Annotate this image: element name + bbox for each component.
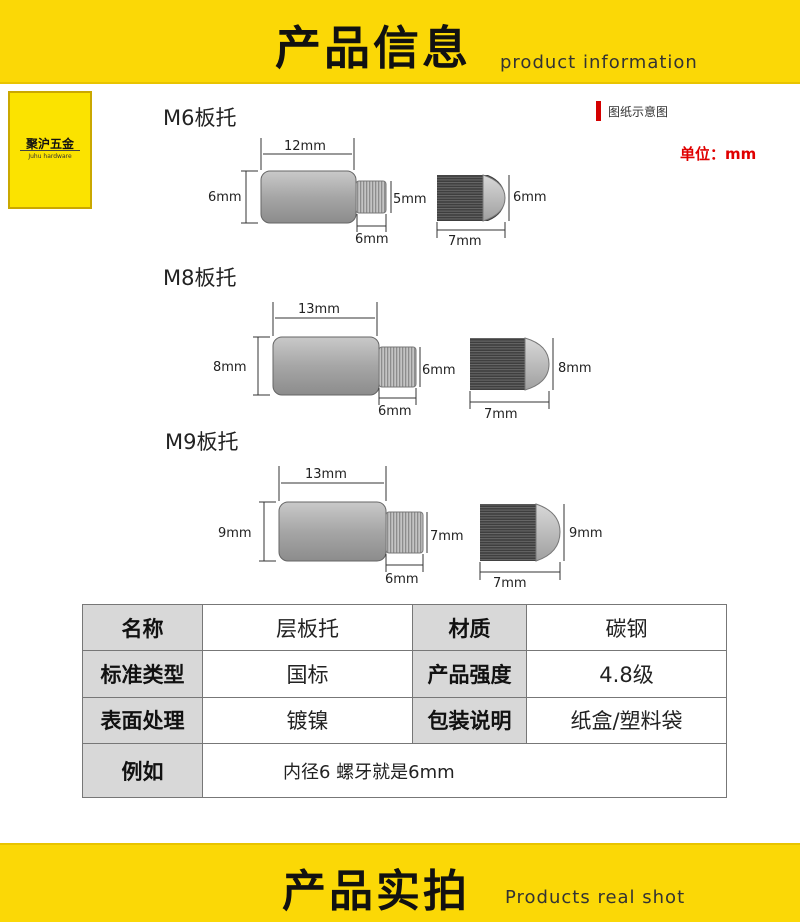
m8-body [272,336,380,396]
table-row: 表面处理 镀镍 包装说明 纸盒/塑料袋 [82,696,727,745]
table-label: 表面处理 [82,696,203,745]
m6-diameter-label: 6mm [208,190,242,205]
footer-title: 产品实拍 [282,866,470,917]
section-title-m8: M8板托 [163,266,237,290]
m8-drawing [253,302,554,409]
m9-thread [385,511,424,554]
m8-thread-length-label: 6mm [378,404,412,419]
m6-thread-diameter-label: 5mm [393,192,427,207]
table-label: 标准类型 [82,650,203,698]
m9-drawing [259,466,565,580]
table-value: 碳钢 [526,603,727,652]
brand-logo: 聚沪五金 Juhu hardware [8,91,92,209]
table-value: 纸盒/塑料袋 [526,696,727,745]
table-row: 标准类型 国标 产品强度 4.8级 [82,650,727,698]
m6-body [260,170,357,224]
logo-name: 聚沪五金 [25,137,74,151]
m6-cap-length-label: 7mm [448,234,482,249]
m6-cap-diameter-label: 6mm [513,190,547,205]
header-band: 产品信息 product information [0,0,800,84]
footer-band: 产品实拍 Products real shot [0,843,800,922]
m9-thread-diameter-label: 7mm [430,529,464,544]
table-value: 国标 [202,650,413,698]
m9-diameter-label: 9mm [218,526,252,541]
drawing-canvas: 12mm 6mm 6mm 5mm 7mm 6mm 13mm 8mm 6mm 6m… [208,138,603,591]
m6-drawing [241,138,510,238]
table-label: 名称 [82,603,203,652]
m9-thread-length-label: 6mm [385,572,419,587]
m9-cap [480,504,536,561]
table-label: 产品强度 [412,650,527,698]
m9-cap-diameter-label: 9mm [569,526,603,541]
m8-cap [470,338,525,390]
spec-table: 名称 层板托 材质 碳钢 标准类型 国标 产品强度 4.8级 表面处理 镀镍 包… [82,603,727,798]
table-value: 层板托 [202,603,413,652]
m8-length-label: 13mm [298,302,340,317]
table-value: 内径6 螺牙就是6mm [202,743,727,798]
section-title-m6: M6板托 [163,106,237,130]
m8-thread [378,346,417,388]
section-title-m9: M9板托 [165,430,239,454]
table-label: 例如 [82,743,203,798]
m8-cap-length-label: 7mm [484,407,518,422]
m6-thread [355,180,387,214]
footer-subtitle: Products real shot [505,887,686,908]
m8-thread-diameter-label: 6mm [422,363,456,378]
legend-marker [596,101,601,121]
m9-length-label: 13mm [305,467,347,482]
m6-cap [437,175,483,221]
m6-length-label: 12mm [284,139,326,154]
m8-diameter-label: 8mm [213,360,247,375]
table-value: 4.8级 [526,650,727,698]
m9-body [278,501,387,562]
header-title: 产品信息 [275,21,471,75]
m8-cap-diameter-label: 8mm [558,361,592,376]
table-label: 包装说明 [412,696,527,745]
unit-label: 单位：mm [680,145,757,163]
legend-label: 图纸示意图 [608,105,669,119]
logo-subtitle: Juhu hardware [28,153,72,160]
table-value: 镀镍 [202,696,413,745]
table-label: 材质 [412,603,527,652]
header-subtitle: product information [500,52,698,73]
table-row: 名称 层板托 材质 碳钢 [82,603,727,652]
table-row: 例如 内径6 螺牙就是6mm [82,743,727,798]
m9-cap-length-label: 7mm [493,576,527,591]
m6-thread-length-label: 6mm [355,232,389,247]
